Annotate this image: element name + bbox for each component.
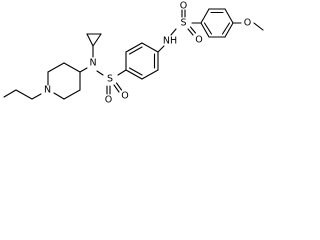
bond <box>141 69 159 80</box>
bond <box>128 46 143 55</box>
bond <box>224 8 234 24</box>
bond <box>86 33 94 47</box>
atom-n-sulfonamide: N <box>89 58 96 69</box>
bond <box>203 22 213 35</box>
atom-o-bottom-right: O <box>121 91 128 102</box>
bond <box>125 42 143 53</box>
bond <box>253 22 264 31</box>
bond <box>115 82 123 91</box>
bond <box>141 42 159 53</box>
bond <box>170 28 177 36</box>
bond <box>63 62 81 73</box>
atom-o-bottom-left: O <box>105 95 112 106</box>
bond <box>53 92 65 100</box>
bond <box>96 70 104 76</box>
bond <box>117 69 127 76</box>
atom-o-methoxy: O <box>244 18 251 29</box>
bond <box>31 93 42 100</box>
bond <box>128 67 143 76</box>
bond <box>63 89 81 100</box>
atom-labels: O S O O NH N S O O N <box>44 1 251 106</box>
chemical-structure: O S O O NH N S O O N <box>3 1 264 106</box>
bond <box>3 89 17 98</box>
bond <box>47 62 65 73</box>
bond <box>221 22 231 35</box>
bond <box>200 8 210 24</box>
bond <box>92 33 102 47</box>
bond <box>113 84 120 93</box>
atom-n-piperidine: N <box>44 85 51 96</box>
bond <box>157 45 165 53</box>
atom-s-bottom: S <box>107 74 113 85</box>
bond <box>125 69 143 80</box>
bonds <box>3 8 264 100</box>
bond <box>189 26 197 34</box>
atom-o-top-right: O <box>195 35 202 46</box>
bond <box>224 22 234 38</box>
bond <box>187 28 194 36</box>
bond <box>15 89 33 100</box>
atom-nh: NH <box>163 36 177 47</box>
atom-o-top-left: O <box>180 1 187 12</box>
bond <box>200 22 210 38</box>
bond <box>79 67 88 73</box>
atom-s-top: S <box>180 18 186 29</box>
